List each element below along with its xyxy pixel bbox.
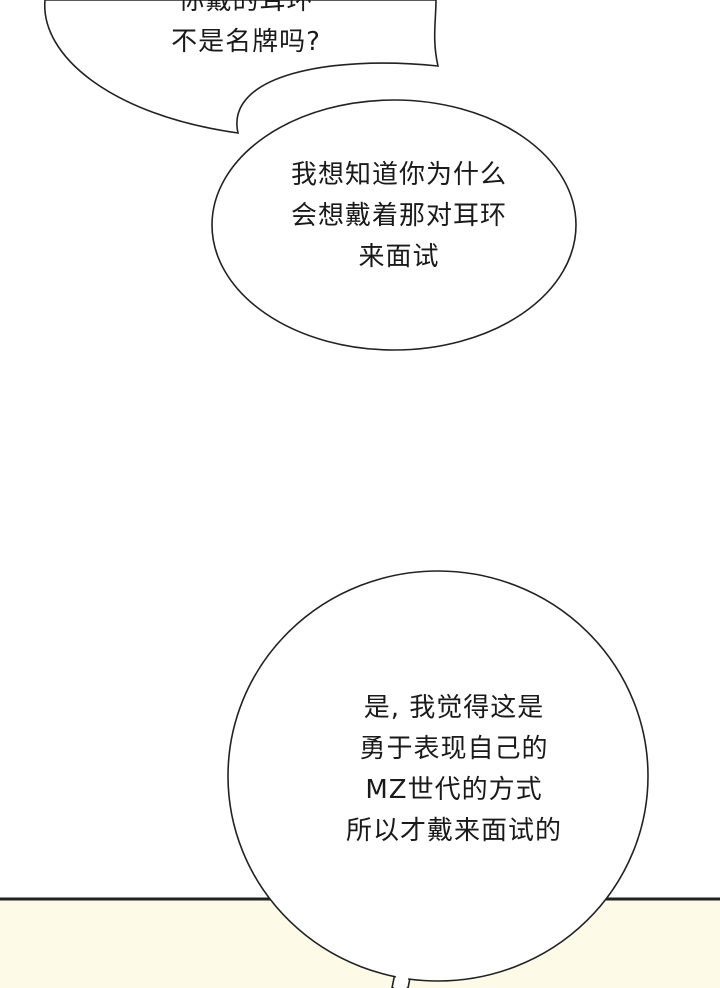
speech-bubble-bottom-tail-fill bbox=[394, 955, 413, 988]
speech-bubble-top bbox=[44, 0, 440, 134]
speech-line: MZ世代的方式 bbox=[365, 775, 543, 805]
speech-text-top: 你戴的耳环 不是名牌吗? bbox=[136, 0, 356, 63]
speech-line: 来面试 bbox=[358, 242, 440, 272]
speech-line: 是, 我觉得这是 bbox=[363, 693, 545, 723]
speech-text-middle: 我想知道你为什么 会想戴着那对耳环 来面试 bbox=[249, 155, 549, 278]
speech-bubble-bottom bbox=[227, 570, 649, 982]
speech-line: 所以才戴来面试的 bbox=[345, 816, 562, 846]
speech-line: 会想戴着那对耳环 bbox=[290, 201, 507, 231]
speech-bubble-middle bbox=[211, 99, 577, 351]
speech-line: 我想知道你为什么 bbox=[290, 160, 507, 190]
speech-line: 勇于表现自己的 bbox=[359, 734, 549, 764]
speech-line: 你戴的耳环 bbox=[178, 0, 314, 16]
speech-text-bottom: 是, 我觉得这是 勇于表现自己的 MZ世代的方式 所以才戴来面试的 bbox=[304, 688, 604, 852]
speech-line: 不是名牌吗? bbox=[171, 27, 321, 57]
